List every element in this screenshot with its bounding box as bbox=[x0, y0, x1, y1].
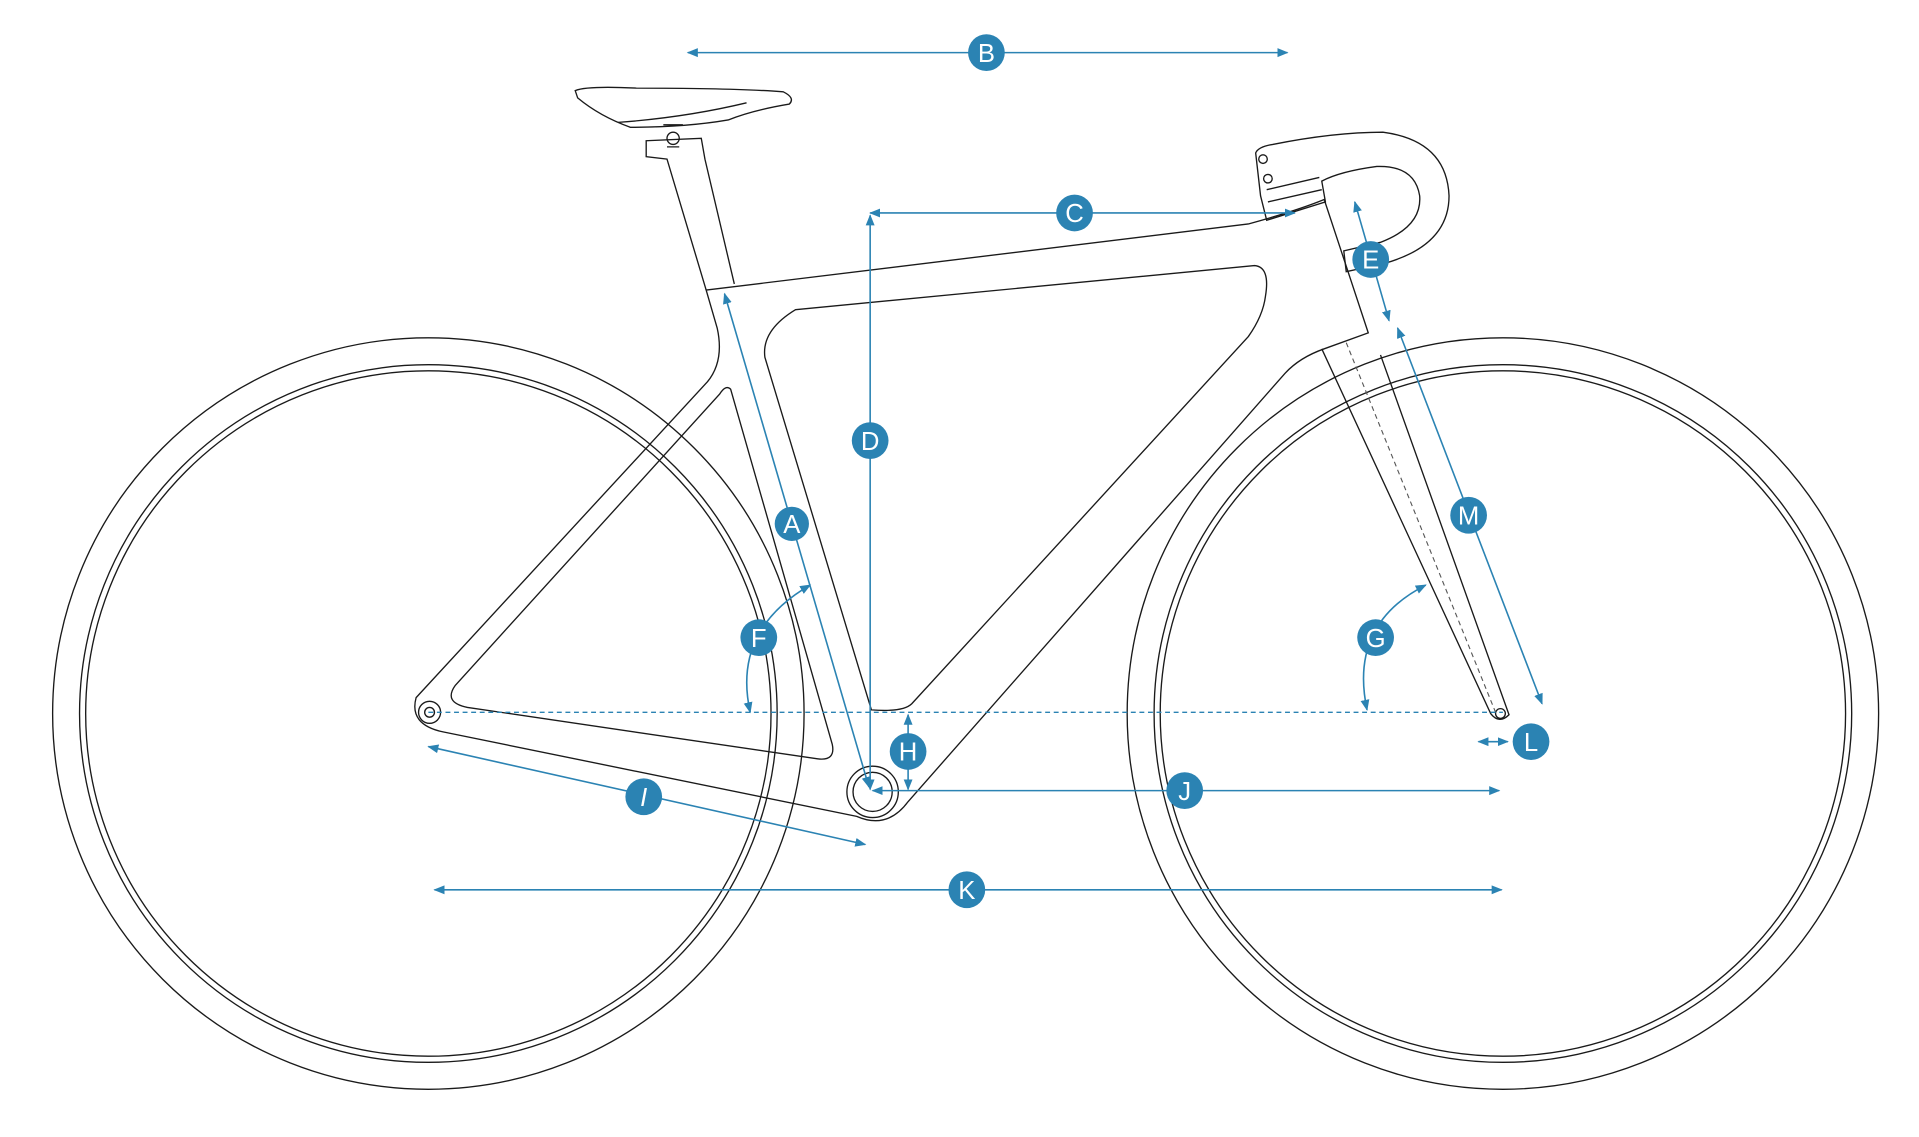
svg-text:H: H bbox=[899, 739, 918, 767]
svg-text:J: J bbox=[1178, 778, 1191, 806]
label-e: E bbox=[1352, 241, 1390, 278]
svg-text:F: F bbox=[751, 625, 767, 653]
svg-text:B: B bbox=[978, 40, 995, 68]
stem-and-handlebar bbox=[1254, 131, 1450, 273]
label-l: L bbox=[1512, 723, 1550, 761]
label-b: B bbox=[968, 34, 1005, 71]
label-k: K bbox=[948, 871, 986, 909]
seatpost-and-saddle bbox=[574, 86, 793, 291]
svg-text:L: L bbox=[1524, 729, 1538, 757]
rear-wheel bbox=[51, 337, 805, 1090]
svg-text:D: D bbox=[861, 428, 880, 456]
label-i: I bbox=[625, 778, 663, 816]
label-d: D bbox=[851, 422, 889, 459]
label-a: A bbox=[774, 506, 809, 541]
label-g: G bbox=[1357, 619, 1394, 657]
fork bbox=[1321, 342, 1510, 721]
label-m: M bbox=[1450, 496, 1487, 534]
svg-text:E: E bbox=[1362, 247, 1379, 275]
dimension-a-line bbox=[723, 292, 871, 789]
frame bbox=[414, 198, 1370, 822]
label-h: H bbox=[889, 733, 927, 770]
label-c: C bbox=[1056, 194, 1093, 232]
label-j: J bbox=[1166, 772, 1204, 809]
svg-text:K: K bbox=[958, 877, 975, 905]
label-f: F bbox=[740, 619, 778, 657]
svg-text:M: M bbox=[1458, 502, 1479, 530]
svg-text:I: I bbox=[640, 784, 647, 812]
svg-text:G: G bbox=[1366, 625, 1386, 653]
svg-text:C: C bbox=[1065, 200, 1084, 228]
svg-text:A: A bbox=[783, 511, 801, 539]
front-wheel bbox=[1126, 337, 1880, 1090]
